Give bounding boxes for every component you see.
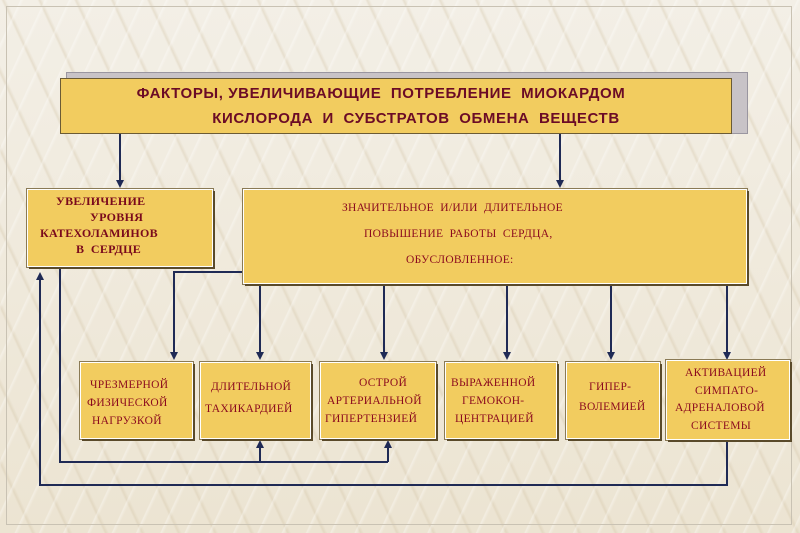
heart-work-line-1: ЗНАЧИТЕЛЬНОЕ И/ИЛИ ДЛИТЕЛЬНОЕ — [342, 202, 563, 214]
feedback-loop-activation — [36, 272, 728, 486]
heart-work-line-2: ПОВЫШЕНИЕ РАБОТЫ СЕРДЦА, — [364, 228, 553, 240]
title-line-2: КИСЛОРОДА И СУБСТРАТОВ ОБМЕНА ВЕЩЕСТВ — [212, 110, 620, 127]
cause-2-line-1: ДЛИТЕЛЬНОЙ — [211, 381, 292, 393]
catecholamines-line-1: УВЕЛИЧЕНИЕ — [56, 194, 146, 208]
heart-work-box: ЗНАЧИТЕЛЬНОЕ И/ИЛИ ДЛИТЕЛЬНОЕ ПОВЫШЕНИЕ … — [243, 189, 747, 284]
cause-1-line-2: ФИЗИЧЕСКОЙ — [87, 397, 168, 409]
cause-box-hypertension: ОСТРОЙ АРТЕРИАЛЬНОЙ ГИПЕРТЕНЗИЕЙ — [320, 362, 436, 439]
cause-1-line-3: НАГРУЗКОЙ — [92, 415, 162, 427]
heart-work-line-3: ОБУСЛОВЛЕННОЕ: — [406, 254, 514, 266]
arrow-to-cause-1 — [170, 271, 243, 360]
cause-2-line-2: ТАХИКАРДИЕЙ — [205, 403, 293, 415]
cause-4-line-1: ВЫРАЖЕННОЙ — [451, 377, 536, 389]
cause-4-line-2: ГЕМОКОН- — [462, 395, 525, 407]
cause-4-line-3: ЦЕНТРАЦИЕЙ — [455, 413, 534, 425]
cause-3-line-2: АРТЕРИАЛЬНОЙ — [327, 395, 422, 407]
cause-box-hypervolemia: ГИПЕР- ВОЛЕМИЕЙ — [566, 362, 660, 439]
cause-box-hemoconcentration: ВЫРАЖЕННОЙ ГЕМОКОН- ЦЕНТРАЦИЕЙ — [445, 362, 557, 439]
cause-6-line-1: АКТИВАЦИЕЙ — [685, 367, 767, 379]
cause-box-physical-load: ЧРЕЗМЕРНОЙ ФИЗИЧЕСКОЙ НАГРУЗКОЙ — [80, 362, 193, 439]
catecholamines-line-3: КАТЕХОЛАМИНОВ — [40, 226, 158, 240]
cause-6-line-3: АДРЕНАЛОВОЙ — [675, 402, 765, 414]
cause-5-line-2: ВОЛЕМИЕЙ — [579, 401, 646, 413]
cause-box-sympathoadrenal: АКТИВАЦИЕЙ СИМПАТО- АДРЕНАЛОВОЙ СИСТЕМЫ — [666, 360, 790, 440]
cause-5-line-1: ГИПЕР- — [589, 381, 632, 393]
cause-6-line-2: СИМПАТО- — [695, 385, 759, 397]
cause-3-line-3: ГИПЕРТЕНЗИЕЙ — [325, 413, 418, 425]
catecholamines-line-4: В СЕРДЦЕ — [76, 242, 142, 256]
title-box: ФАКТОРЫ, УВЕЛИЧИВАЮЩИЕ ПОТРЕБЛЕНИЕ МИОКА… — [60, 78, 732, 134]
cause-1-line-1: ЧРЕЗМЕРНОЙ — [90, 379, 169, 391]
slide-frame — [6, 6, 792, 525]
cause-3-line-1: ОСТРОЙ — [359, 377, 408, 389]
catecholamines-box: УВЕЛИЧЕНИЕ УРОВНЯ КАТЕХОЛАМИНОВ В СЕРДЦЕ — [27, 189, 213, 267]
title-line-1: ФАКТОРЫ, УВЕЛИЧИВАЮЩИЕ ПОТРЕБЛЕНИЕ МИОКА… — [136, 85, 626, 102]
feedback-line-catecholamines — [59, 266, 388, 463]
cause-box-tachycardia: ДЛИТЕЛЬНОЙ ТАХИКАРДИЕЙ — [200, 362, 311, 439]
catecholamines-line-2: УРОВНЯ — [90, 210, 144, 224]
cause-6-line-4: СИСТЕМЫ — [691, 420, 752, 432]
